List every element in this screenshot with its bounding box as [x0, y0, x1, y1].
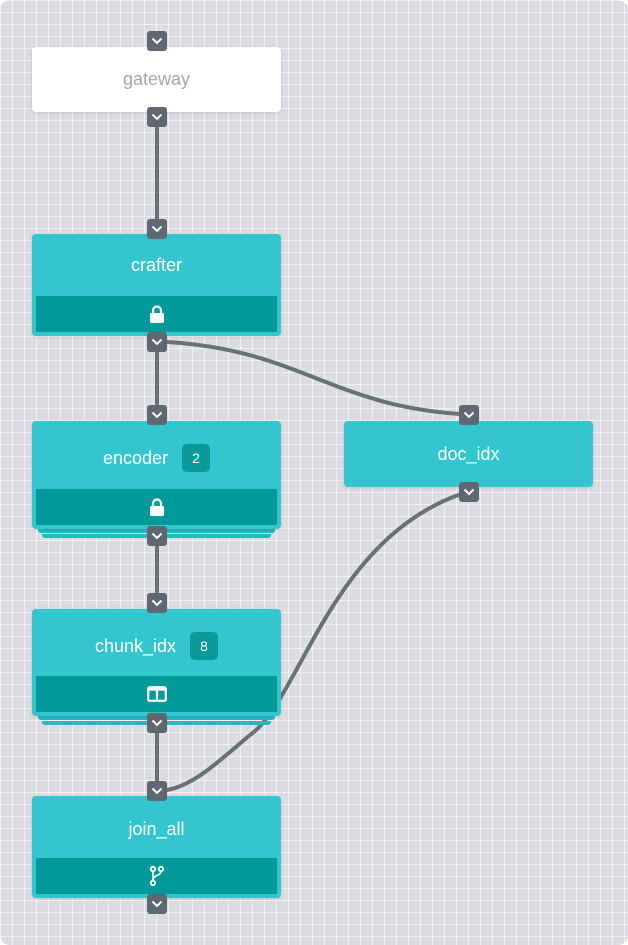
node-label: encoder [102, 447, 169, 468]
node-gateway[interactable]: gateway [32, 47, 281, 112]
port-gateway-in[interactable] [147, 31, 167, 51]
port-gateway-out[interactable] [147, 107, 167, 127]
chevron-down-icon [151, 113, 163, 121]
chevron-down-icon [151, 787, 163, 795]
port-encoder-out[interactable] [147, 526, 167, 546]
node-chunk-idx[interactable]: chunk_idx 8 [32, 609, 281, 725]
port-join-all-out[interactable] [147, 894, 167, 914]
chevron-down-icon [463, 411, 475, 419]
node-box: join_all [32, 796, 281, 898]
chevron-down-icon [151, 338, 163, 346]
node-box: doc_idx [344, 421, 593, 487]
node-encoder[interactable]: encoder 2 [32, 421, 281, 538]
node-toolbar [36, 676, 277, 712]
node-label: crafter [130, 254, 182, 275]
port-crafter-out[interactable] [147, 332, 167, 352]
chevron-down-icon [151, 599, 163, 607]
node-box: encoder 2 [32, 421, 281, 529]
node-box: chunk_idx 8 [32, 609, 281, 716]
port-crafter-in[interactable] [147, 219, 167, 239]
chevron-down-icon [151, 411, 163, 419]
port-join-all-in[interactable] [147, 781, 167, 801]
node-toolbar [36, 489, 277, 525]
node-crafter[interactable]: crafter [32, 234, 281, 336]
replica-count-badge: 2 [182, 444, 211, 472]
columns-icon[interactable] [146, 686, 167, 702]
port-doc-idx-out[interactable] [459, 482, 479, 502]
chevron-down-icon [151, 37, 163, 45]
lock-icon[interactable] [149, 305, 165, 323]
chevron-down-icon [151, 719, 163, 727]
chevron-down-icon [151, 532, 163, 540]
node-toolbar [36, 858, 277, 894]
node-doc-idx[interactable]: doc_idx [344, 421, 593, 487]
port-chunk-idx-out[interactable] [147, 713, 167, 733]
node-label: join_all [128, 818, 185, 839]
port-doc-idx-in[interactable] [459, 405, 479, 425]
port-chunk-idx-in[interactable] [147, 593, 167, 613]
chevron-down-icon [151, 225, 163, 233]
port-encoder-in[interactable] [147, 405, 167, 425]
node-label: doc_idx [437, 443, 500, 464]
lock-icon[interactable] [149, 498, 165, 516]
branch-icon[interactable] [149, 866, 164, 886]
node-box: gateway [32, 47, 281, 112]
node-label: chunk_idx [94, 635, 177, 656]
node-toolbar [36, 296, 277, 332]
chevron-down-icon [463, 488, 475, 496]
node-box: crafter [32, 234, 281, 336]
replica-count-badge: 8 [190, 632, 219, 660]
edge-crafter-doc-idx [165, 340, 462, 416]
chevron-down-icon [151, 900, 163, 908]
node-label: gateway [122, 69, 191, 89]
node-join-all[interactable]: join_all [32, 796, 281, 898]
